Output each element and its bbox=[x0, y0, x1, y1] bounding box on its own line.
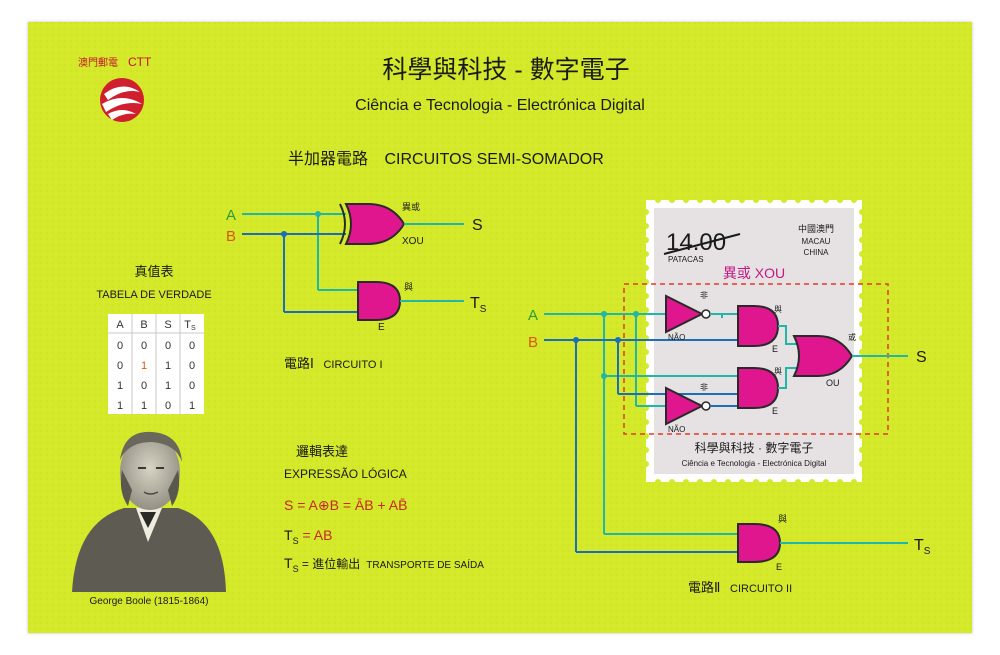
c1-and-pt: E bbox=[378, 322, 385, 333]
table-cell: 0 bbox=[165, 340, 171, 352]
expression-eq1: S = A⊕B = ĀB + AB̄ bbox=[284, 497, 407, 513]
c2-not1-cn: 非 bbox=[700, 290, 708, 300]
table-cell: 0 bbox=[189, 380, 195, 392]
george-boole-portrait: George Boole (1815-1864) bbox=[72, 431, 226, 607]
c2-output-s: S bbox=[916, 349, 927, 366]
truth-table-title-pt: TABELA DE VERDADE bbox=[96, 289, 211, 301]
c1-xor-gate-icon bbox=[339, 203, 406, 245]
circuit-2: A B 非 NÃO bbox=[528, 283, 931, 595]
c2-and-top-cn: 與 bbox=[774, 304, 782, 314]
table-cell: 1 bbox=[165, 380, 171, 392]
table-cell: 0 bbox=[141, 340, 147, 352]
c2-caption-cn: 電路Ⅱ bbox=[688, 580, 720, 595]
c2-input-b: B bbox=[528, 334, 538, 351]
truth-table-header: A B S TS bbox=[116, 319, 196, 332]
c1-caption-pt: CIRCUITO I bbox=[323, 359, 382, 371]
stamp-label: 異或 XOU bbox=[723, 265, 785, 281]
expression-eq2: TS = AB bbox=[284, 527, 332, 546]
c2-caption-pt: CIRCUITO II bbox=[730, 583, 792, 595]
subtitle-cn: 半加器電路 bbox=[288, 150, 368, 168]
c1-wires-a bbox=[242, 213, 358, 291]
ctt-logo-icon bbox=[100, 78, 144, 122]
stamp-country-pt1: MACAU bbox=[802, 237, 831, 246]
c1-output-s: S bbox=[472, 217, 483, 234]
table-cell: 1 bbox=[141, 360, 147, 372]
c1-output-t: TS bbox=[470, 295, 487, 315]
c2-output-t: TS bbox=[914, 537, 931, 557]
c2-and-bottom-cn: 與 bbox=[774, 366, 782, 376]
c2-input-a: A bbox=[528, 307, 538, 324]
stamp-country-pt2: CHINA bbox=[804, 248, 830, 257]
truth-table: 真值表 TABELA DE VERDADE A B S TS 0 0 0 0 0… bbox=[96, 264, 212, 414]
expression-title-cn: 邏輯表達 bbox=[296, 444, 348, 459]
sheet-artwork: 澳門郵電 CTT 科學與科技 - 數字電子 Ciência e Tecnolog… bbox=[28, 22, 972, 633]
table-cell: 1 bbox=[117, 380, 123, 392]
c1-and-cn: 與 bbox=[404, 281, 413, 292]
truth-table-rows: 0 0 0 0 0 1 1 0 1 0 1 0 1 1 0 1 bbox=[117, 340, 195, 412]
circuit-1: A B 異或 XOU S 與 E TS bbox=[226, 201, 487, 371]
c2-caption: 電路Ⅱ CIRCUITO II bbox=[688, 580, 792, 595]
subtitle-pt: CIRCUITOS SEMI-SOMADOR bbox=[384, 151, 603, 168]
th-a: A bbox=[116, 319, 124, 331]
title-pt: Ciência e Tecnologia - Electrónica Digit… bbox=[355, 97, 645, 114]
c2-not2-pt: NÃO bbox=[668, 425, 685, 434]
c2-not-gate-1-icon bbox=[665, 294, 711, 334]
th-b: B bbox=[140, 319, 147, 331]
table-cell: 0 bbox=[141, 380, 147, 392]
logic-expression: 邏輯表達 EXPRESSÃO LÓGICA S = A⊕B = ĀB + AB̄… bbox=[284, 444, 484, 574]
table-cell: 0 bbox=[189, 340, 195, 352]
c2-not1-pt: NÃO bbox=[668, 333, 685, 342]
table-cell: 0 bbox=[117, 360, 123, 372]
c1-and-gate-icon bbox=[357, 281, 402, 321]
stamp-country-cn: 中國澳門 bbox=[798, 223, 834, 234]
c1-xor-cn: 異或 bbox=[402, 201, 420, 212]
subtitle: 半加器電路 CIRCUITOS SEMI-SOMADOR bbox=[288, 150, 604, 168]
c2-and-carry-pt: E bbox=[776, 562, 782, 572]
title-cn: 科學與科技 - 數字電子 bbox=[382, 56, 629, 84]
th-s: S bbox=[164, 319, 171, 331]
portrait-caption: George Boole (1815-1864) bbox=[90, 596, 209, 607]
logo-latin: CTT bbox=[128, 55, 152, 69]
table-cell: 0 bbox=[165, 400, 171, 412]
c1-wires-b bbox=[242, 233, 358, 313]
ctt-logo: 澳門郵電 CTT bbox=[78, 55, 152, 122]
stamp-currency: PATACAS bbox=[668, 255, 704, 264]
c2-not2-cn: 非 bbox=[700, 382, 708, 392]
table-cell: 0 bbox=[117, 340, 123, 352]
c2-and-gate-bottom-icon bbox=[737, 367, 780, 409]
c1-xor-pt: XOU bbox=[402, 236, 424, 247]
table-cell: 0 bbox=[189, 360, 195, 372]
table-cell: 1 bbox=[189, 400, 195, 412]
c2-and-bottom-pt: E bbox=[772, 406, 778, 416]
c1-input-b: B bbox=[226, 228, 236, 245]
c1-caption: 電路Ⅰ CIRCUITO I bbox=[284, 356, 383, 371]
c2-and-gate-carry-icon bbox=[737, 523, 782, 563]
c1-caption-cn: 電路Ⅰ bbox=[284, 356, 314, 371]
c2-and-carry-cn: 與 bbox=[778, 513, 787, 524]
expression-title-pt: EXPRESSÃO LÓGICA bbox=[284, 466, 407, 481]
c2-or-gate-icon bbox=[792, 335, 854, 377]
stamp-footer-cn: 科學與科技 · 數字電子 bbox=[695, 440, 814, 455]
stamp-footer-pt: Ciência e Tecnologia - Electrónica Digit… bbox=[682, 459, 827, 468]
logo-cn: 澳門郵電 bbox=[78, 56, 118, 69]
c2-and-top-pt: E bbox=[772, 344, 778, 354]
truth-table-title-cn: 真值表 bbox=[134, 264, 173, 279]
souvenir-sheet: 澳門郵電 CTT 科學與科技 - 數字電子 Ciência e Tecnolog… bbox=[28, 22, 972, 633]
table-cell: 1 bbox=[117, 400, 123, 412]
c2-and-gate-top-icon bbox=[737, 305, 780, 347]
table-cell: 1 bbox=[141, 400, 147, 412]
table-cell: 1 bbox=[165, 360, 171, 372]
c2-or-pt: OU bbox=[826, 378, 840, 388]
c2-or-cn: 或 bbox=[848, 332, 856, 342]
c1-input-a: A bbox=[226, 207, 236, 224]
th-ts: TS bbox=[184, 319, 196, 332]
